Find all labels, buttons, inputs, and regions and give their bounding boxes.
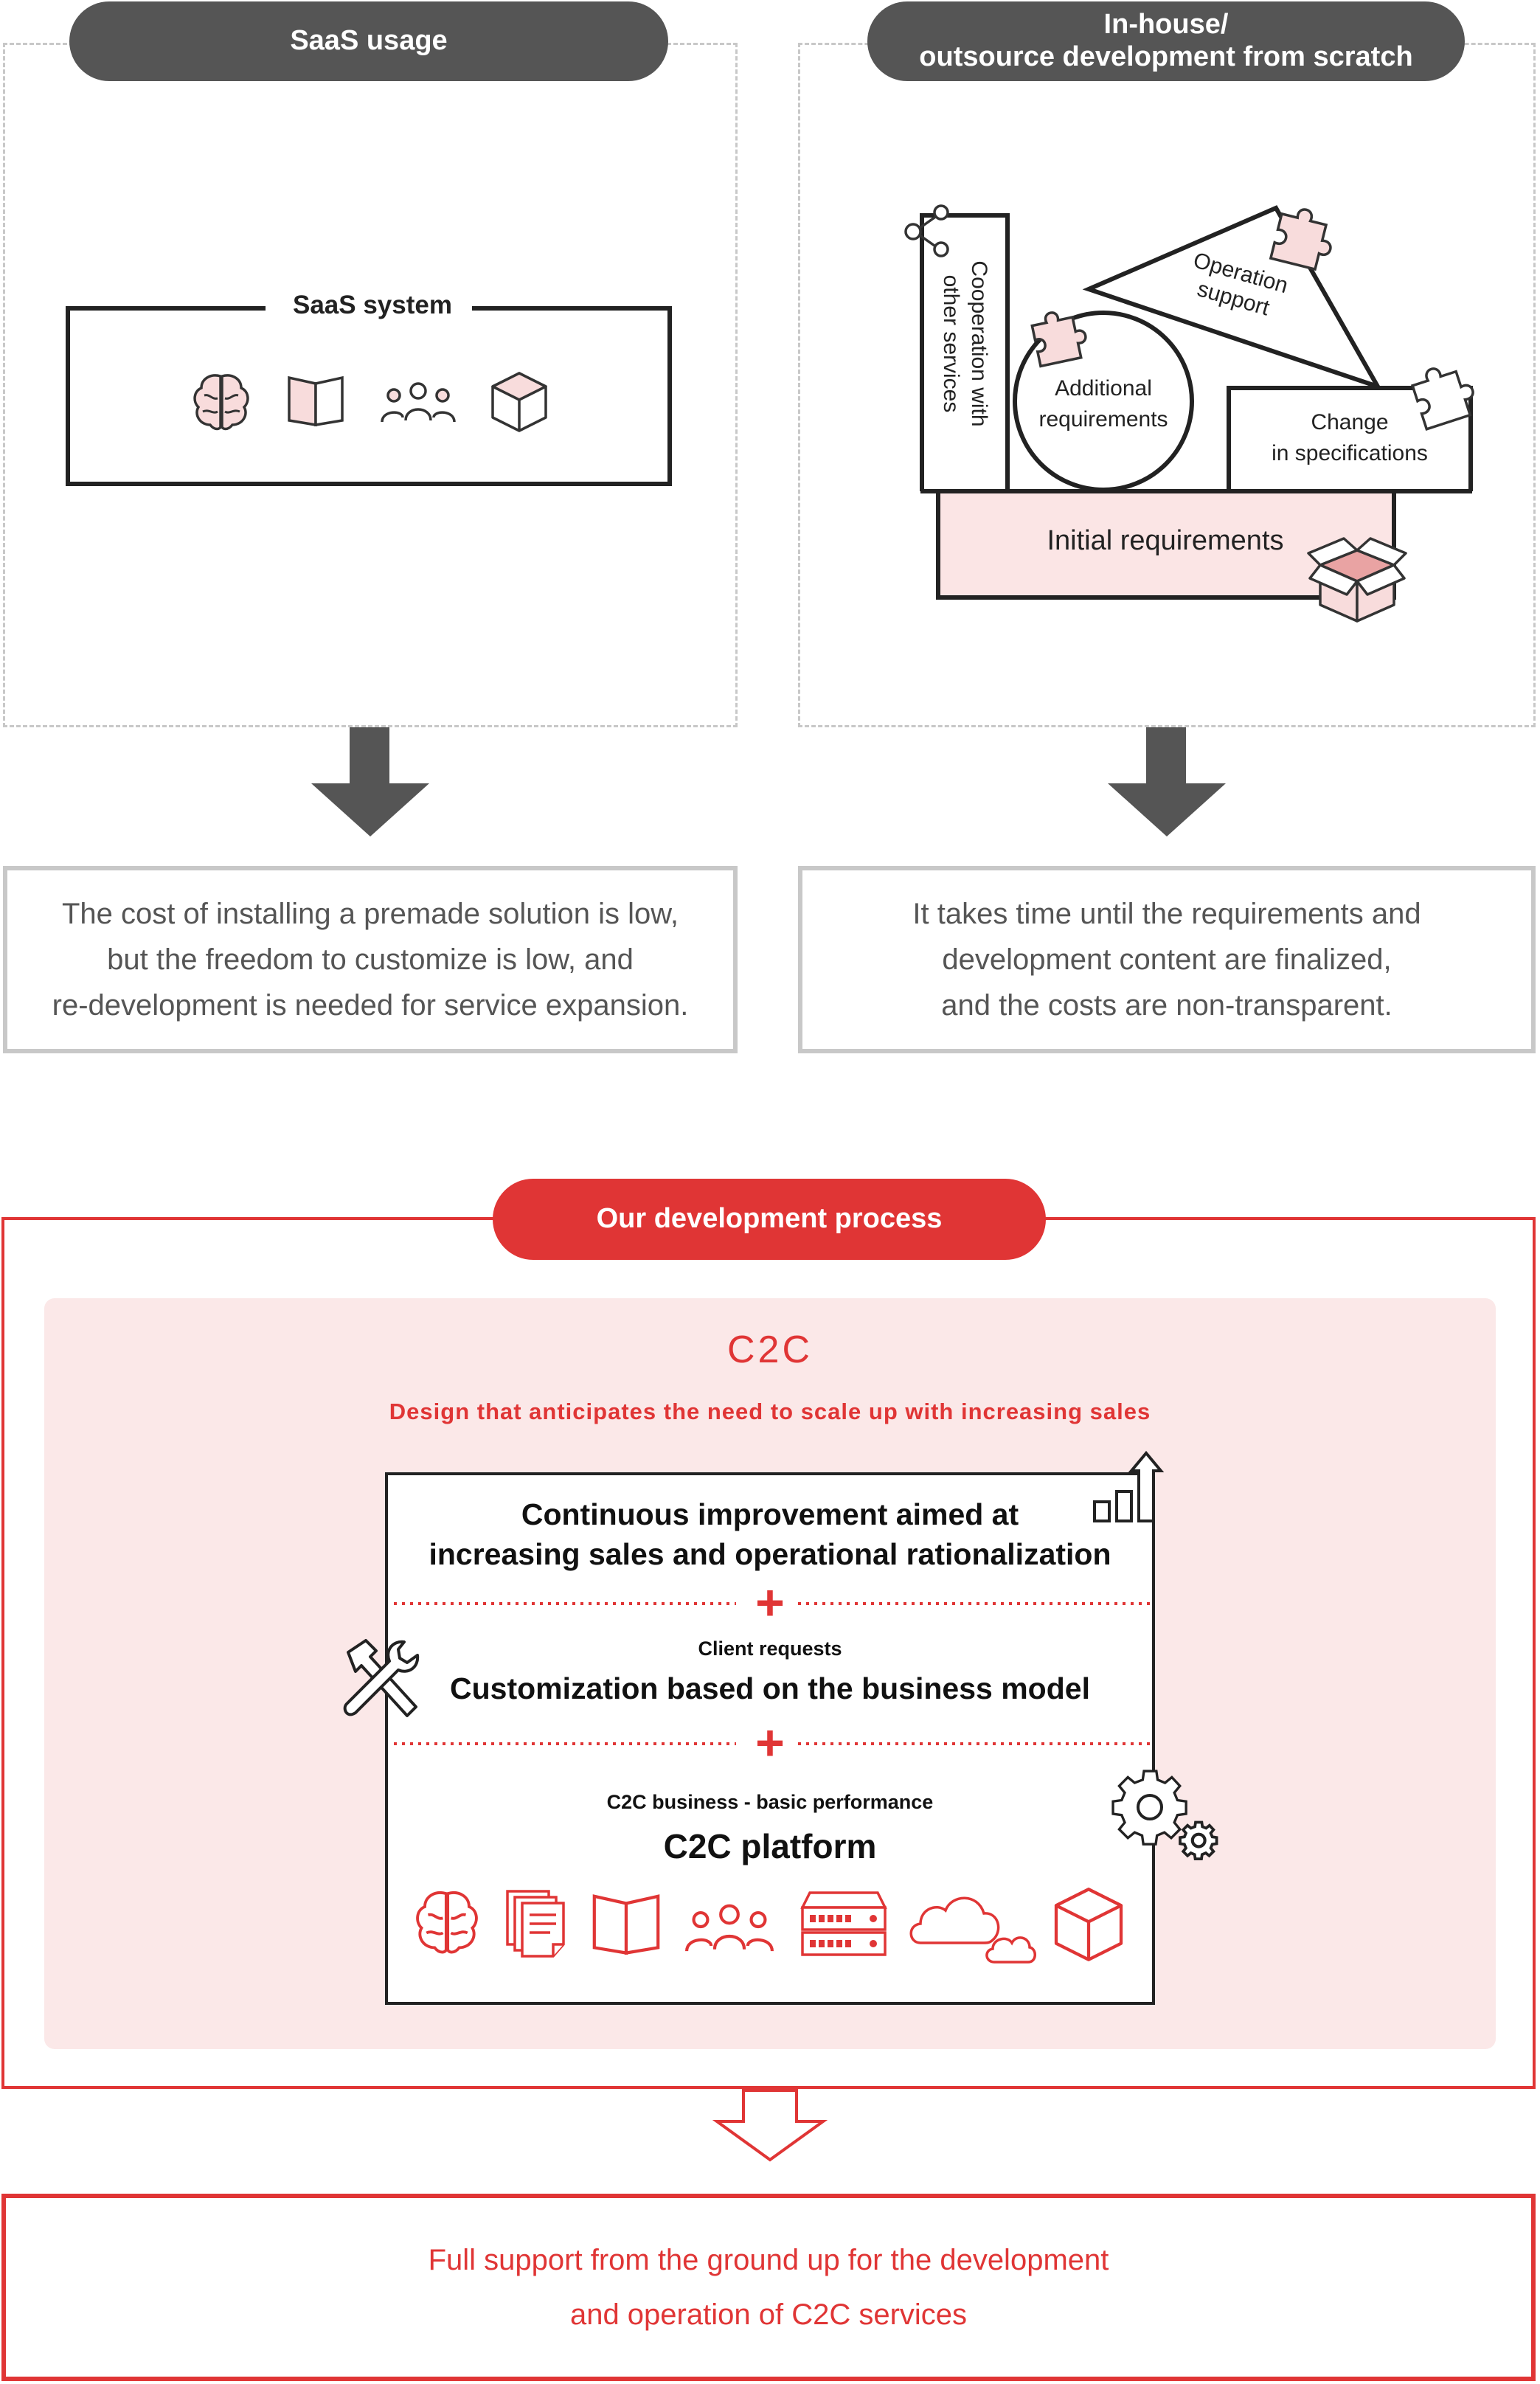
server-icon [800, 1891, 887, 1956]
tools-icon [343, 1639, 420, 1717]
inhouse-result-text: It takes time until the requirements and… [912, 898, 1421, 1022]
book-icon [592, 1894, 660, 1955]
change-specifications-label: Change in specifications [1272, 410, 1428, 465]
process-header: Our development process [493, 1179, 1046, 1260]
c2c-brand: C2C [726, 1328, 814, 1371]
cooperation-label: Cooperation with other services [939, 260, 991, 427]
layer3-title: C2C platform [663, 1827, 877, 1865]
small-gear-icon [1179, 1820, 1218, 1860]
layer2-title: Customization based on the business mode… [450, 1671, 1090, 1705]
additional-requirements-label: Additional requirements [1038, 376, 1168, 432]
saas-result-box: The cost of installing a premade solutio… [3, 866, 738, 1053]
c2c-tagline: Design that anticipates the need to scal… [389, 1399, 1151, 1424]
cube-icon [1054, 1888, 1123, 1961]
down-arrow-left [311, 727, 429, 836]
saas-system-label: SaaS system [293, 291, 452, 319]
saas-result-text: The cost of installing a premade solutio… [52, 898, 689, 1022]
puzzle-icon [1030, 311, 1087, 368]
layer2-subtitle: Client requests [698, 1638, 842, 1660]
down-arrow-right [1108, 727, 1226, 836]
documents-icon [506, 1890, 565, 1958]
book-icon [288, 375, 344, 427]
cloud-icon [909, 1896, 1036, 1964]
cube-icon [491, 372, 547, 432]
inhouse-result-box: It takes time until the requirements and… [798, 866, 1536, 1053]
gear-icon [1111, 1770, 1187, 1846]
growth-chart-icon [1093, 1450, 1165, 1522]
saas-usage-header: SaaS usage [69, 1, 668, 81]
brain-icon [416, 1891, 478, 1954]
separator-2 [394, 1742, 1151, 1745]
separator-1 [394, 1602, 1151, 1605]
inhouse-header: In-house/ outsource development from scr… [867, 1, 1465, 81]
people-icon [381, 382, 456, 423]
layer1-title: Continuous improvement aimed at increasi… [429, 1497, 1111, 1571]
brain-icon [193, 374, 249, 431]
conclusion-text: Full support from the ground up for the … [428, 2244, 1109, 2331]
layer3-subtitle: C2C business - basic performance [606, 1791, 934, 1813]
puzzle-icon [1269, 208, 1332, 271]
open-box-icon [1307, 537, 1407, 623]
saas-system-frame [66, 306, 672, 486]
share-icon [904, 204, 949, 257]
conclusion-box: Full support from the ground up for the … [1, 2194, 1536, 2381]
down-arrow-outline [712, 2089, 828, 2162]
initial-requirements-label: Initial requirements [1047, 525, 1284, 556]
plus-sign-1: + [755, 1575, 785, 1631]
plus-sign-2: + [755, 1715, 785, 1771]
people-icon [685, 1904, 774, 1952]
puzzle-icon [1410, 367, 1474, 431]
